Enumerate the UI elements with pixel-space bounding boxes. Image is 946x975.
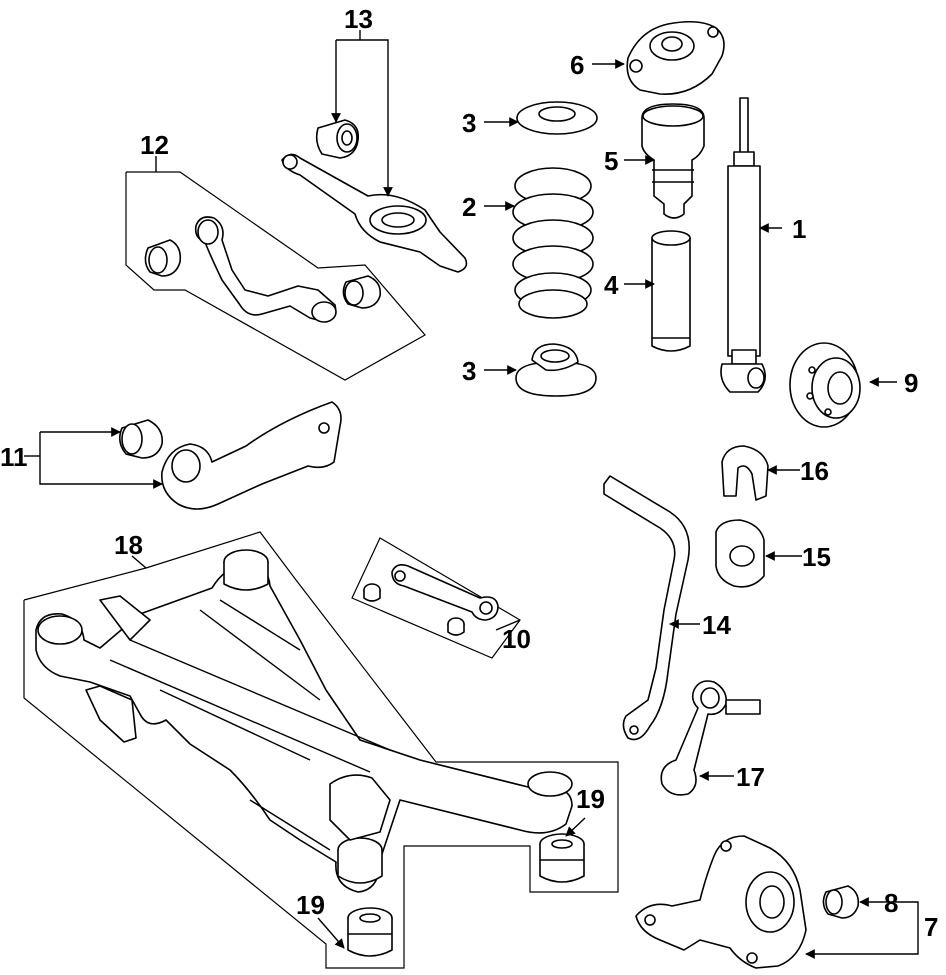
callout-10: 10 — [502, 624, 531, 654]
frame-18 — [23, 531, 619, 969]
bushing-13 — [315, 119, 360, 159]
callout-12: 12 — [140, 130, 169, 160]
bushing-10b — [447, 617, 465, 636]
bushing-19-right — [539, 833, 585, 883]
callout-8: 8 — [884, 888, 898, 918]
dust-boot-4 — [651, 230, 691, 352]
callout-11: 11 — [0, 442, 28, 472]
callout-5: 5 — [604, 146, 618, 176]
bushing-19-left — [347, 907, 393, 957]
frame-12 — [125, 171, 426, 381]
leader-lines — [24, 30, 919, 959]
callout-17: 17 — [736, 762, 765, 792]
stab-link-17 — [660, 680, 761, 796]
control-arm-13 — [281, 153, 468, 273]
callout-19-left: 19 — [296, 890, 325, 920]
hub-bearing-9 — [789, 342, 861, 428]
trailing-arm-11 — [161, 401, 342, 510]
callout-15: 15 — [802, 542, 831, 572]
callout-16: 16 — [800, 456, 829, 486]
bushing-8 — [822, 885, 860, 919]
bushing-12a — [144, 239, 182, 277]
callout-7: 7 — [924, 912, 938, 942]
stab-bushing-15 — [715, 519, 765, 588]
callout-13: 13 — [344, 4, 373, 34]
knuckle-7 — [635, 835, 807, 969]
bump-stop-5 — [641, 103, 705, 219]
bushing-10a — [363, 583, 381, 602]
coil-spring-2 — [512, 167, 594, 319]
link-10 — [391, 564, 499, 621]
spring-seat-3-lower — [515, 343, 597, 397]
callout-14: 14 — [702, 610, 731, 640]
bracket-16 — [721, 445, 769, 501]
bushing-12b — [342, 275, 382, 309]
bushing-11 — [118, 419, 164, 459]
callout-6: 6 — [570, 50, 584, 80]
top-mount-6 — [626, 20, 725, 95]
callout-1: 1 — [792, 214, 806, 244]
callout-9: 9 — [904, 368, 918, 398]
callout-19-right: 19 — [576, 784, 605, 814]
callout-2: 2 — [462, 192, 476, 222]
subframe-18 — [35, 549, 573, 893]
callout-labels: 1 2 3 3 4 5 6 7 8 9 10 11 12 13 14 15 16… — [0, 4, 938, 942]
callout-4: 4 — [604, 270, 619, 300]
stabilizer-bar-14 — [603, 475, 690, 741]
spring-seat-3-upper — [516, 101, 598, 135]
callout-3-upper: 3 — [462, 108, 476, 138]
shock-absorber-1 — [720, 97, 766, 393]
upper-arm-12 — [194, 216, 337, 323]
callout-3-lower: 3 — [462, 356, 476, 386]
callout-18: 18 — [114, 530, 143, 560]
